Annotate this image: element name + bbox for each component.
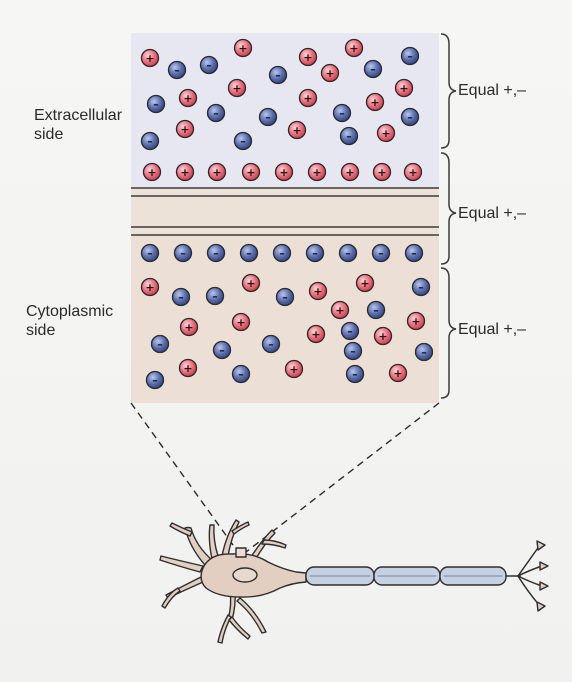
ion-charge-symbol: + — [360, 277, 369, 290]
ion-charge-symbol: – — [411, 247, 417, 260]
ion-charge-symbol: + — [313, 285, 322, 298]
ion-charge-symbol: – — [407, 111, 413, 124]
ion-charge-symbol: + — [183, 92, 192, 105]
ion-charge-symbol: – — [346, 130, 352, 143]
neuron-icon — [160, 520, 548, 643]
ion-charge-symbol: + — [145, 281, 154, 294]
ion-charge-symbol: + — [325, 67, 334, 80]
ion-charge-symbol: – — [268, 338, 274, 351]
ion-charge-symbol: – — [418, 281, 424, 294]
ion-charge-symbol: – — [147, 247, 153, 260]
ion-charge-symbol: + — [335, 304, 344, 317]
ion-charge-symbol: + — [411, 315, 420, 328]
neuron-nucleus — [233, 568, 257, 582]
ion-charge-symbol: + — [184, 321, 193, 334]
ion-charge-symbol: – — [180, 247, 186, 260]
ion-charge-symbol: + — [378, 330, 387, 343]
ion-charge-symbol: + — [370, 96, 379, 109]
ion-charge-symbol: – — [246, 247, 252, 260]
ion-charge-symbol: + — [303, 51, 312, 64]
ion-charge-symbol: – — [347, 325, 353, 338]
ion-charge-symbol: + — [180, 123, 189, 136]
ion-charge-symbol: – — [212, 290, 218, 303]
ion-charge-symbol: – — [153, 98, 159, 111]
extracellular-label: Extracellular side — [34, 106, 122, 144]
ion-charge-symbol: – — [219, 344, 225, 357]
inner-anion-layer: ––––––––– — [142, 245, 423, 262]
ion-charge-symbol: + — [183, 362, 192, 375]
ion-charge-symbol: – — [373, 304, 379, 317]
ion-charge-symbol: + — [238, 42, 247, 55]
ion-charge-symbol: – — [213, 107, 219, 120]
ion-charge-symbol: – — [370, 63, 376, 76]
ion-charge-symbol: – — [206, 59, 212, 72]
ion-charge-symbol: – — [213, 247, 219, 260]
ion-charge-symbol: + — [246, 277, 255, 290]
ion-charge-symbol: – — [279, 247, 285, 260]
ion-charge-symbol: + — [312, 166, 321, 179]
ion-charge-symbol: – — [407, 50, 413, 63]
ion-charge-symbol: + — [345, 166, 354, 179]
cytoplasmic-label: Cytoplasmic side — [26, 302, 113, 340]
ion-charge-symbol: – — [178, 291, 184, 304]
ion-charge-symbol: – — [265, 111, 271, 124]
ion-charge-symbol: + — [393, 367, 402, 380]
ion-charge-symbol: + — [279, 166, 288, 179]
ion-charge-symbol: + — [232, 82, 241, 95]
ion-charge-symbol: – — [157, 338, 163, 351]
ion-charge-symbol: – — [174, 64, 180, 77]
equal-charge-label-middle: Equal +,– — [458, 204, 526, 223]
equal-charge-label-bottom: Equal +,– — [458, 320, 526, 339]
ion-charge-symbol: + — [246, 166, 255, 179]
ion-charge-symbol: – — [350, 345, 356, 358]
ion-charge-symbol: – — [421, 346, 427, 359]
ion-charge-symbol: – — [240, 135, 246, 148]
ion-charge-symbol: – — [238, 368, 244, 381]
ion-charge-symbol: – — [282, 291, 288, 304]
equal-charge-label-top: Equal +,– — [458, 81, 526, 100]
ion-charge-symbol: + — [381, 127, 390, 140]
ion-charge-symbol: – — [345, 247, 351, 260]
ion-charge-symbol: + — [377, 166, 386, 179]
ion-charge-symbol: – — [378, 247, 384, 260]
ion-charge-symbol: + — [289, 363, 298, 376]
ion-charge-symbol: + — [212, 166, 221, 179]
ion-charge-symbol: + — [303, 92, 312, 105]
ion-charge-symbol: + — [349, 42, 358, 55]
ion-charge-symbol: + — [408, 166, 417, 179]
ion-charge-symbol: + — [147, 166, 156, 179]
ion-charge-symbol: + — [145, 52, 154, 65]
ion-charge-symbol: – — [275, 69, 281, 82]
brace-icon — [441, 34, 456, 398]
ion-charge-symbol: + — [399, 82, 408, 95]
ion-charge-symbol: + — [311, 328, 320, 341]
ion-charge-symbol: – — [147, 135, 153, 148]
zoom-square — [236, 548, 246, 557]
ion-charge-symbol: – — [339, 107, 345, 120]
ion-charge-symbol: – — [352, 368, 358, 381]
outer-cation-layer: + + + + + + + + + — [144, 164, 422, 181]
ion-charge-symbol: + — [236, 316, 245, 329]
ion-charge-symbol: + — [180, 166, 189, 179]
ion-charge-symbol: – — [312, 247, 318, 260]
ion-charge-symbol: + — [292, 124, 301, 137]
ion-charge-symbol: – — [152, 374, 158, 387]
